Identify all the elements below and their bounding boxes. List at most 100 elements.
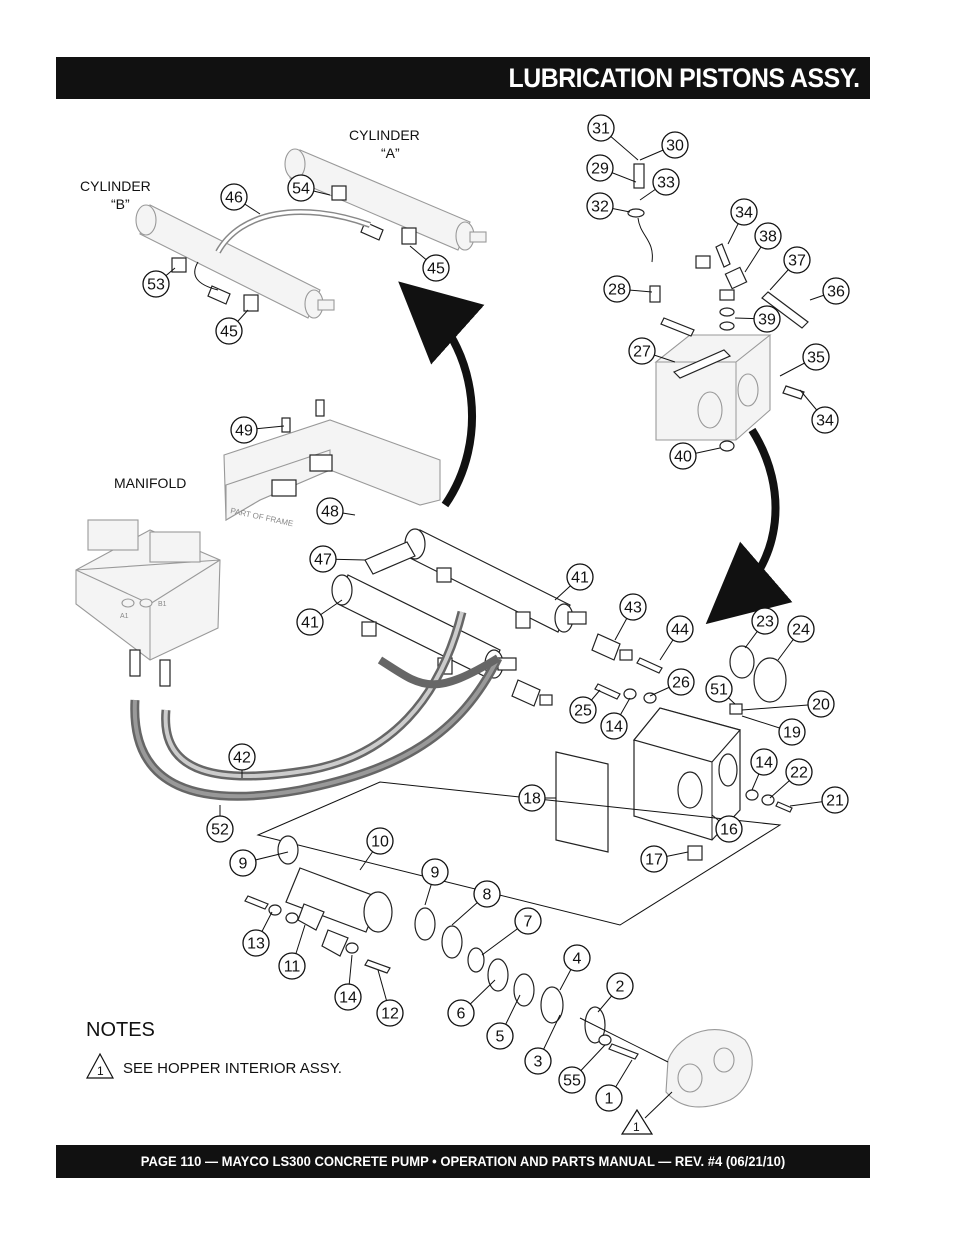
down-arrow [705, 427, 793, 625]
callout-46: 46 [220, 183, 261, 215]
callout-number: 27 [633, 344, 651, 361]
callout-circle [316, 497, 344, 525]
callout-circle [228, 743, 256, 771]
callout-number: 14 [339, 990, 357, 1007]
callout-1: 1 [595, 1059, 633, 1112]
callout-number: 40 [674, 449, 692, 466]
header-bar: LUBRICATION PISTONS ASSY. [56, 57, 870, 99]
callout-circle [142, 270, 170, 298]
note-marker-callout: 1 [633, 1120, 640, 1134]
callout-circle [705, 675, 733, 703]
callout-number: 55 [563, 1073, 581, 1090]
callout-number: 42 [233, 750, 251, 767]
callout-11: 11 [278, 924, 306, 980]
callout-32: 32 [586, 192, 631, 220]
callout-29: 29 [586, 154, 637, 183]
callout-number: 49 [235, 423, 253, 440]
callout-35: 35 [779, 343, 830, 377]
callout-number: 30 [666, 138, 684, 155]
callout-circle [822, 277, 850, 305]
callout-number: 11 [284, 959, 301, 976]
note-marker-legend: 1 [97, 1064, 104, 1078]
callout-circle [802, 343, 830, 371]
page-title: LUBRICATION PISTONS ASSY. [508, 63, 860, 93]
cylinder-b-drawing [135, 204, 335, 319]
callout-number: 26 [672, 675, 690, 692]
callout-42: 42 [228, 743, 256, 778]
footer-bar: PAGE 110 — MAYCO LS300 CONCRETE PUMP • O… [56, 1145, 870, 1178]
callout-number: 9 [239, 856, 248, 873]
callout-number: 54 [292, 181, 310, 198]
callout-circle [518, 784, 546, 812]
callout-24: 24 [777, 615, 815, 661]
callout-circle [603, 275, 631, 303]
callout-19: 19 [741, 715, 806, 746]
callout-number: 13 [247, 936, 265, 953]
callout-34: 34 [799, 389, 839, 434]
callout-circle [558, 1066, 586, 1094]
callout-number: 48 [321, 504, 339, 521]
callout-3: 3 [524, 1014, 561, 1075]
callout-10: 10 [359, 827, 394, 871]
manifold-port-a: A1 [120, 613, 129, 620]
callout-9: 9 [421, 858, 449, 906]
callout-number: 4 [573, 951, 582, 968]
note-triangle-legend [85, 1052, 115, 1079]
callout-number: 5 [496, 1029, 505, 1046]
callout-number: 23 [756, 614, 774, 631]
callout-number: 14 [755, 755, 773, 772]
callout-number: 34 [816, 413, 834, 430]
callout-circle [666, 615, 694, 643]
callout-53: 53 [142, 267, 176, 298]
callout-25: 25 [569, 689, 601, 724]
callout-13: 13 [242, 911, 273, 957]
callout-circle [787, 615, 815, 643]
callout-circle [807, 690, 835, 718]
part-of-frame-label: PART OF FRAME [230, 506, 294, 528]
callout-number: 6 [457, 1006, 466, 1023]
callout-number: 53 [147, 277, 165, 294]
callout-2: 2 [597, 972, 634, 1013]
callout-number: 36 [827, 284, 845, 301]
callout-circle [783, 246, 811, 274]
callout-number: 45 [220, 324, 238, 341]
callout-number: 3 [534, 1054, 543, 1071]
callout-7: 7 [481, 907, 542, 956]
notes-title: NOTES [86, 1019, 155, 1041]
callout-number: 41 [301, 615, 319, 632]
callout-number: 21 [826, 793, 844, 810]
callout-circle [595, 1084, 623, 1112]
callout-circle [366, 827, 394, 855]
callout-43: 43 [614, 593, 647, 641]
up-arrow [398, 281, 485, 508]
callout-23: 23 [744, 607, 779, 649]
callout-circle [586, 192, 614, 220]
callout-circle [811, 406, 839, 434]
callout-circle [215, 317, 243, 345]
callout-circle [640, 845, 668, 873]
pistons-drawing [511, 633, 633, 707]
callout-circle [750, 748, 778, 776]
callout-circle [821, 786, 849, 814]
callout-circle [422, 254, 450, 282]
callout-39: 39 [734, 305, 781, 333]
callout-circle [334, 983, 362, 1011]
cylinder-b-label-line1: CYLINDER [80, 178, 151, 194]
callout-31: 31 [587, 114, 639, 161]
callout-41: 41 [296, 599, 343, 636]
callout-52: 52 [206, 805, 234, 843]
callout-circle [296, 608, 324, 636]
callout-number: 39 [758, 312, 776, 329]
callout-number: 14 [605, 719, 623, 736]
callout-circle [376, 999, 404, 1027]
callout-number: 18 [523, 791, 541, 808]
callout-number: 24 [792, 622, 810, 639]
callout-45: 45 [409, 245, 450, 282]
callout-45: 45 [215, 309, 249, 345]
callout-circle [486, 1022, 514, 1050]
note-1: SEE HOPPER INTERIOR ASSY. [123, 1060, 342, 1077]
callout-54: 54 [287, 174, 331, 202]
callout-number: 8 [483, 887, 492, 904]
footer-text: PAGE 110 — MAYCO LS300 CONCRETE PUMP • O… [140, 1153, 786, 1169]
callout-34: 34 [727, 198, 758, 245]
